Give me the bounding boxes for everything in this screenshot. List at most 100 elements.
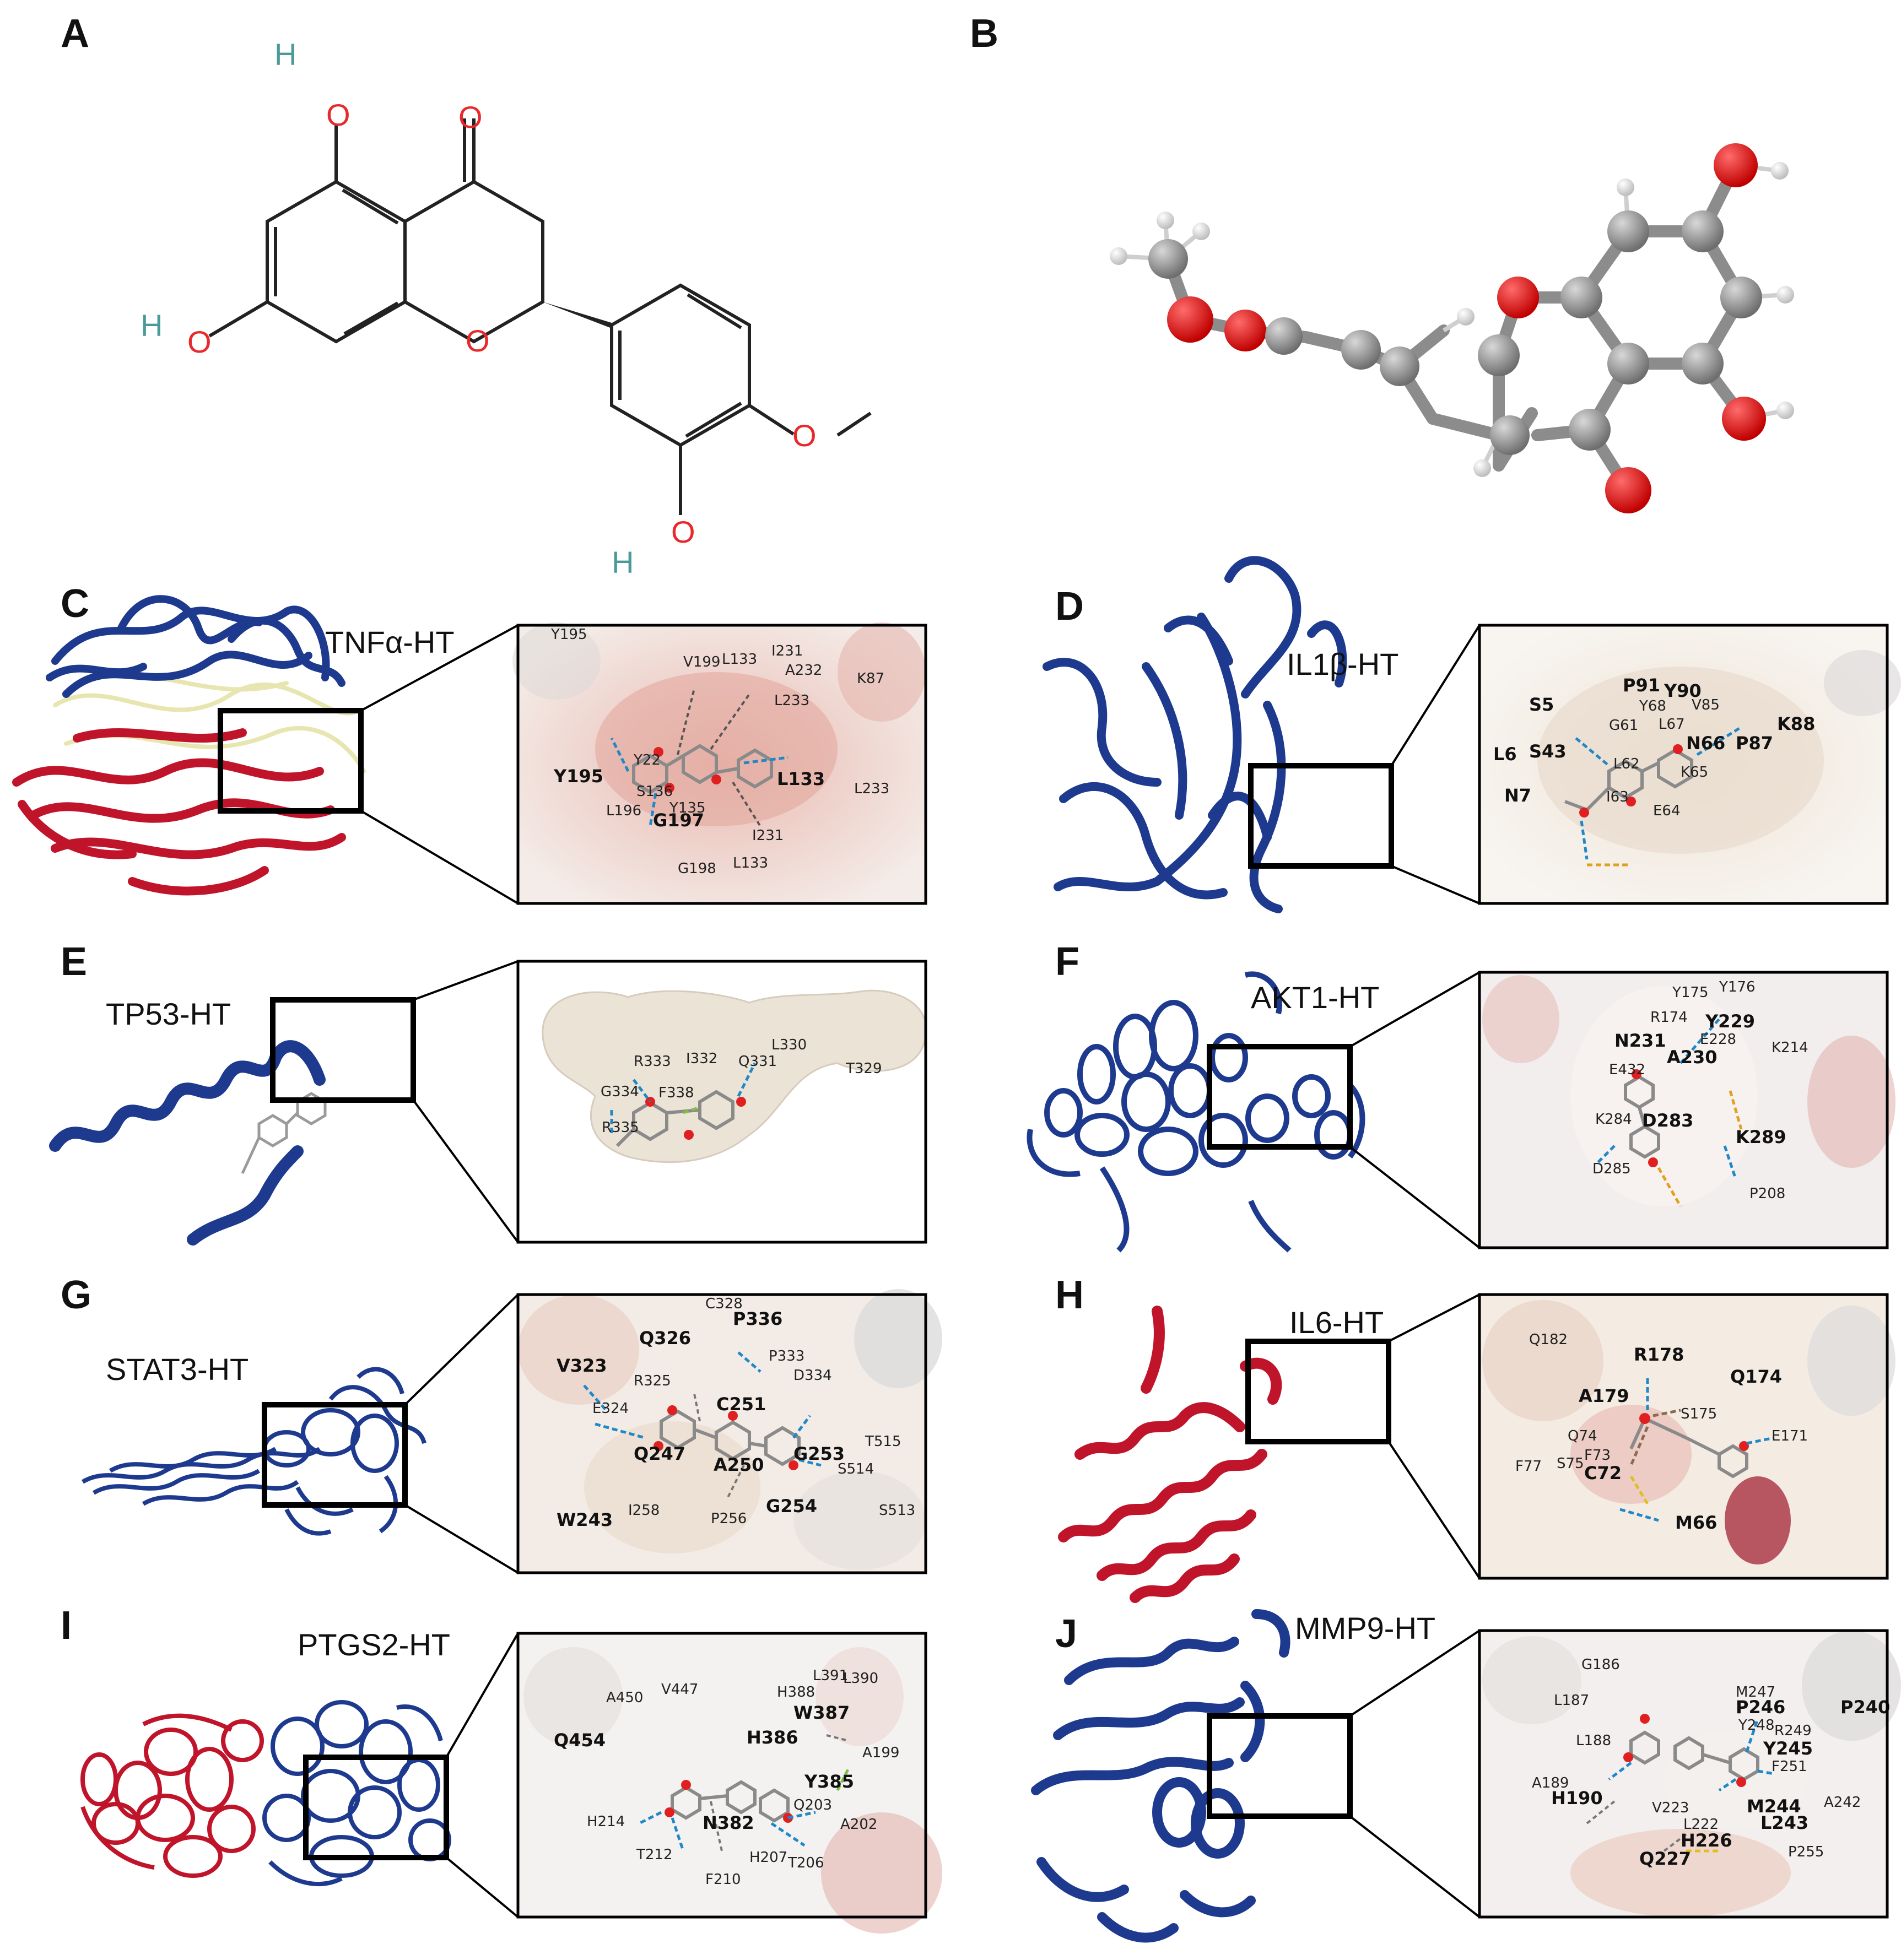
inset-e [518,961,927,1242]
res-h-7: F77 [1515,1458,1542,1475]
res-j-12: V223 [1652,1800,1689,1816]
panel-title-h: IL6-HT [1289,1305,1384,1340]
panel-label-i: I [61,1604,72,1648]
inset-g [518,1289,942,1573]
res-g-7: E324 [592,1400,629,1417]
inset-d [1479,625,1901,903]
res-e-2: Q331 [738,1053,777,1070]
res-j-11: H190 [1551,1788,1603,1809]
panel-title-i: PTGS2-HT [298,1627,450,1662]
panel-label-b: B [970,12,998,56]
res-i-4: H388 [777,1684,815,1701]
inset-frame-c [516,624,927,905]
res-g-0: C328 [705,1296,743,1312]
zoom-line-i2 [445,1856,519,1918]
ligand-tp53 [241,1092,327,1174]
panel-label-a: A [61,12,89,56]
res-d-4: L67 [1659,716,1685,733]
res-g-6: D334 [793,1367,832,1384]
res-j-9: A189 [1532,1775,1569,1791]
res-i-14: T212 [636,1847,673,1863]
res-j-16: L243 [1760,1812,1808,1833]
inset-frame-e [516,960,927,1244]
res-j-5: R249 [1774,1723,1812,1739]
zoom-line-h1 [1388,1293,1480,1342]
res-d-2: Y90 [1664,680,1702,701]
res-f-4: E228 [1700,1031,1736,1048]
res-h-10: C72 [1584,1463,1622,1483]
wedge-bond [543,302,612,328]
zoom-box-c [218,708,364,814]
panel-label-g: G [61,1273,91,1317]
res-f-2: R174 [1650,1009,1688,1026]
inset-frame-d [1478,624,1889,905]
atom-h-c5: H [274,37,296,72]
zoom-line-c2 [360,810,519,905]
res-e-1: I332 [686,1051,717,1067]
res-d-8: S43 [1529,741,1567,762]
res-d-15: I63 [1606,789,1629,805]
atom-h-c7: H [141,308,163,343]
inset-i [518,1633,942,1934]
res-f-6: K214 [1772,1039,1808,1056]
res-g-1: P336 [733,1308,782,1329]
zoom-line-g1 [404,1293,519,1406]
res-f-11: K289 [1736,1127,1786,1147]
res-f-10: D283 [1642,1110,1693,1131]
res-i-2: L391 [813,1667,848,1684]
zoom-line-e2 [412,1099,519,1243]
res-f-7: E432 [1609,1062,1645,1078]
zoom-line-g2 [404,1504,519,1574]
res-d-3: Y68 [1639,698,1666,714]
res-g-17: P256 [711,1510,747,1527]
res-c-5: K87 [857,670,884,687]
res-i-16: T206 [787,1855,824,1871]
res-c-2: L133 [722,651,757,668]
panel-title-j: MMP9-HT [1295,1611,1435,1645]
zoom-line-h2 [1387,1441,1481,1579]
res-e-4: T329 [845,1060,882,1077]
res-j-18: Q227 [1639,1848,1691,1869]
res-d-9: G61 [1609,717,1638,734]
res-f-1: Y176 [1719,979,1756,995]
res-d-5: V85 [1692,697,1720,713]
res-i-9: Y385 [804,1771,854,1792]
res-i-0: A450 [606,1690,643,1706]
zoom-box-e [270,997,416,1103]
res-c-11: L233 [854,781,889,797]
zoom-line-e1 [413,960,519,1001]
res-g-15: I258 [628,1502,660,1519]
protein-tp53 [49,1040,326,1246]
res-i-12: N382 [703,1812,754,1833]
structure-3d [1110,143,1794,513]
res-d-7: L6 [1493,744,1517,765]
inset-c [512,622,926,903]
zoom-box-f [1207,1044,1353,1150]
res-h-4: S175 [1681,1406,1717,1422]
res-h-1: R178 [1634,1344,1684,1365]
inset-frame-j [1478,1629,1889,1919]
res-c-13: G197 [653,810,704,831]
res-e-7: R335 [602,1119,639,1136]
res-d-14: N7 [1504,785,1531,806]
res-i-11: H214 [587,1813,625,1830]
panel-label-d: D [1055,584,1084,629]
res-c-16: G198 [678,860,716,877]
panel-label-e: E [61,940,87,984]
res-h-11: M66 [1675,1512,1717,1533]
res-f-9: K284 [1595,1111,1632,1128]
panel-label-f: F [1055,940,1079,984]
res-g-9: Q247 [634,1443,685,1464]
res-d-11: P87 [1736,733,1773,754]
res-c-8: Y22 [633,752,661,768]
res-e-0: R333 [634,1053,671,1070]
res-d-1: P91 [1623,675,1660,696]
res-f-0: Y175 [1672,984,1709,1001]
res-e-3: L330 [771,1037,807,1053]
res-f-5: N231 [1614,1030,1666,1051]
res-h-5: Q74 [1568,1428,1597,1444]
panel-label-c: C [61,582,89,626]
res-j-14: A242 [1824,1794,1861,1811]
inset-f [1479,972,1895,1248]
zoom-line-c1 [360,624,519,712]
